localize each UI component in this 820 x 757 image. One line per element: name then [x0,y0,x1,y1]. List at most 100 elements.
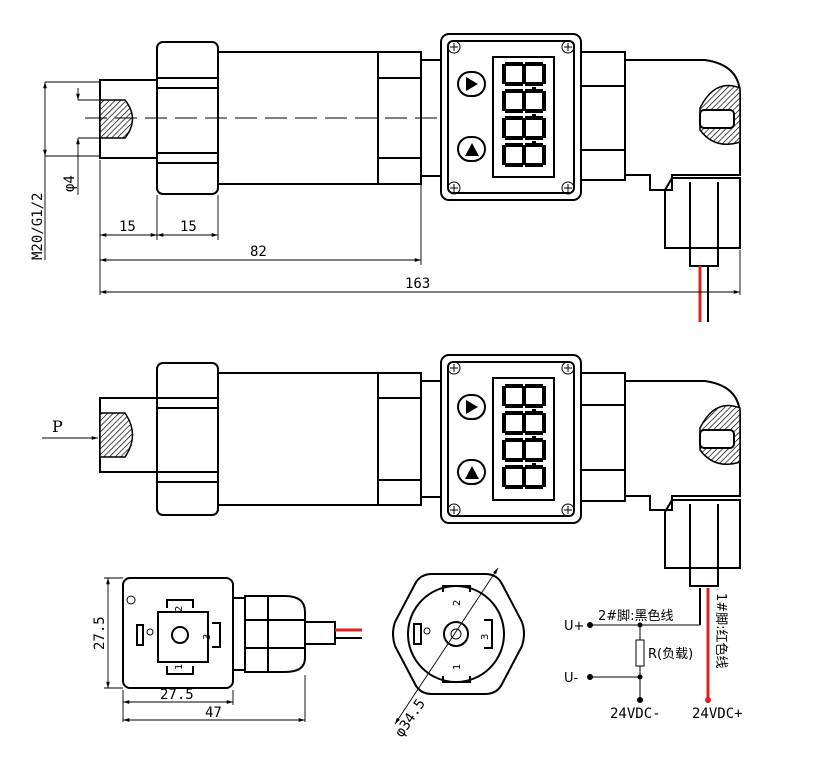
led-segment [502,145,506,165]
led-segment [525,116,543,120]
led-digit [502,411,546,440]
bore-dimension: φ4 [62,175,78,192]
screw-icon [561,181,575,195]
led-segment [505,89,523,93]
wiring-diagram: U+ U- 2#脚:黑色线 R(负载) 1#脚:红色线 24VDC- 24VDC… [564,588,743,722]
pin2-black-wire-label: 2#脚:黑色线 [598,608,674,624]
led-segment [542,440,546,460]
pressure-label: P [52,417,63,436]
led-segment [525,438,543,442]
led-segment [525,384,543,388]
led-segment [505,109,523,113]
led-segment [542,467,546,487]
led-digit [502,438,546,467]
screw-icon [447,503,461,517]
led-segment [505,431,523,435]
led-segment [522,64,526,84]
u-plus-label: U+ [564,619,584,634]
u-minus-label: U- [564,671,579,686]
led-segment [522,118,526,138]
load-resistor-label: R(负载) [648,647,693,662]
led-segment [522,386,526,406]
middle-view: P [42,354,741,587]
led-segment [505,438,523,442]
led-segment [502,413,506,433]
led-segment [525,62,543,66]
led-segment [505,384,523,388]
dim-conn-total: 47 [205,705,222,721]
led-segment [505,411,523,415]
screw-icon [447,181,461,195]
led-segment [542,91,546,111]
led-segment [525,485,543,489]
led-digit [502,465,546,489]
led-segment [502,440,506,460]
led-segment [522,145,526,165]
led-segment [542,118,546,138]
connector-face-view: 2 1 3 27.5 27.5 47 [92,577,362,722]
led-segment [505,143,523,147]
led-segment [525,109,543,113]
dim-15-a: 15 [119,219,136,235]
top-view: M20/G1/2 φ4 15 15 82 163 [30,33,741,322]
dim-conn-width: 27.5 [160,687,194,703]
led-segment [522,467,526,487]
led-digit [502,116,546,145]
led-segment [505,458,523,462]
pin1-red-wire-label: 1#脚:红色线 [713,593,729,669]
led-segment [505,404,523,408]
negative-supply-label: 24VDC- [610,706,661,722]
screw-icon [447,361,461,375]
end-pin-2-label: 2 [452,600,463,606]
led-segment [542,413,546,433]
screw-icon [561,40,575,54]
led-display-top [502,62,546,167]
led-segment [522,413,526,433]
end-view: 2 1 3 φ34.5 [392,567,525,740]
led-segment [525,411,543,415]
led-segment [505,465,523,469]
led-segment [522,91,526,111]
led-digit [502,384,546,413]
pin-2-label: 2 [174,606,185,612]
led-digit [502,62,546,91]
positive-supply-label: 24VDC+ [692,706,743,722]
screw-icon [561,503,575,517]
led-segment [502,118,506,138]
dim-163: 163 [405,276,430,292]
led-digit [502,143,546,167]
led-segment [525,404,543,408]
led-segment [505,116,523,120]
led-segment [525,89,543,93]
led-segment [542,145,546,165]
led-segment [525,136,543,140]
led-segment [522,440,526,460]
led-segment [525,143,543,147]
screw-icon [447,40,461,54]
end-pin-3-label: 3 [480,634,491,640]
dim-hex-diameter: φ34.5 [392,696,429,740]
led-segment [525,431,543,435]
led-display-mid [502,384,546,489]
led-segment [525,82,543,86]
end-pin-1-label: 1 [452,664,463,670]
led-segment [505,82,523,86]
screw-icon [561,361,575,375]
led-segment [525,458,543,462]
led-segment [502,386,506,406]
led-segment [542,64,546,84]
led-segment [502,467,506,487]
led-segment [505,485,523,489]
led-digit [502,89,546,118]
thread-dimension: M20/G1/2 [30,193,46,260]
pin-1-label: 1 [174,664,185,670]
dim-15-b: 15 [180,219,197,235]
led-segment [505,163,523,167]
led-segment [542,386,546,406]
led-segment [502,64,506,84]
pin-3-label: 3 [202,634,213,640]
led-segment [525,163,543,167]
led-segment [502,91,506,111]
